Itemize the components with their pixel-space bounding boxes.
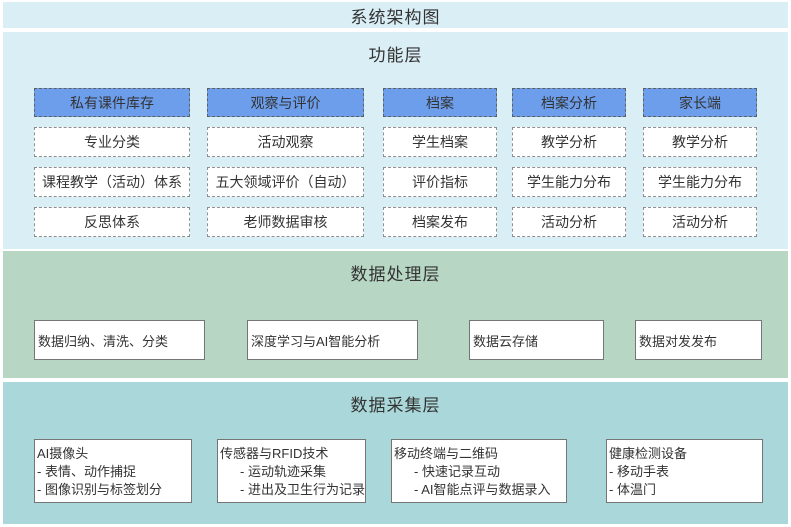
function-cell: 教学分析 bbox=[512, 127, 626, 157]
diagram-title-band: 系统架构图 bbox=[3, 2, 788, 28]
collection-box-bullet: - 运动轨迹采集 bbox=[240, 464, 326, 479]
collection-box-health-device: 健康检测设备 - 移动手表 - 体温门 bbox=[606, 439, 763, 503]
collection-box-title: 移动终端与二维码 bbox=[394, 446, 499, 461]
collection-box-bullet: - 进出及卫生行为记录 bbox=[240, 482, 365, 497]
layer-function: 功能层 私有课件库存 专业分类 课程教学（活动）体系 反思体系 观察与评价 活动… bbox=[3, 32, 788, 249]
collection-box-title: AI摄像头 bbox=[37, 446, 89, 461]
function-cell: 活动分析 bbox=[643, 207, 757, 237]
function-cell: 活动分析 bbox=[512, 207, 626, 237]
layer-collection-title: 数据采集层 bbox=[350, 396, 441, 415]
function-cell: 学生档案 bbox=[383, 127, 497, 157]
function-cell: 反思体系 bbox=[34, 207, 190, 237]
processing-box: 深度学习与AI智能分析 bbox=[247, 320, 418, 360]
function-cell: 学生能力分布 bbox=[643, 167, 757, 197]
collection-box-bullet: - 移动手表 bbox=[609, 464, 669, 479]
function-header-parent: 家长端 bbox=[643, 88, 757, 117]
collection-box-bullet: - AI智能点评与数据录入 bbox=[414, 482, 551, 497]
function-header-observation: 观察与评价 bbox=[207, 88, 364, 117]
function-cell: 评价指标 bbox=[383, 167, 497, 197]
collection-box-ai-camera: AI摄像头 - 表情、动作捕捉 - 图像识别与标签划分 bbox=[34, 439, 192, 503]
function-cell: 教学分析 bbox=[643, 127, 757, 157]
collection-box-mobile-qrcode: 移动终端与二维码 - 快速记录互动 - AI智能点评与数据录入 bbox=[391, 439, 567, 503]
function-header-archive-analysis: 档案分析 bbox=[512, 88, 626, 117]
collection-box-title: 健康检测设备 bbox=[609, 446, 688, 461]
function-cell: 学生能力分布 bbox=[512, 167, 626, 197]
layer-function-title: 功能层 bbox=[368, 46, 423, 65]
layer-processing: 数据处理层 数据归纳、清洗、分类 深度学习与AI智能分析 数据云存储 数据对发发… bbox=[3, 251, 788, 378]
collection-box-bullet: - 快速记录互动 bbox=[414, 464, 500, 479]
function-cell: 档案发布 bbox=[383, 207, 497, 237]
function-cell: 专业分类 bbox=[34, 127, 190, 157]
collection-box-title: 传感器与RFID技术 bbox=[220, 446, 329, 461]
processing-box: 数据对发发布 bbox=[635, 320, 762, 360]
function-cell: 五大领域评价（自动） bbox=[207, 167, 364, 197]
layer-processing-title: 数据处理层 bbox=[350, 265, 441, 284]
processing-box: 数据云存储 bbox=[469, 320, 604, 360]
collection-box-bullet: - 图像识别与标签划分 bbox=[37, 482, 162, 497]
collection-box-sensor-rfid: 传感器与RFID技术 - 运动轨迹采集 - 进出及卫生行为记录 bbox=[217, 439, 366, 503]
diagram-title: 系统架构图 bbox=[350, 7, 441, 27]
function-header-courseware: 私有课件库存 bbox=[34, 88, 190, 117]
function-cell: 老师数据审核 bbox=[207, 207, 364, 237]
function-header-archive: 档案 bbox=[383, 88, 497, 117]
function-cell: 活动观察 bbox=[207, 127, 364, 157]
function-cell: 课程教学（活动）体系 bbox=[34, 167, 190, 197]
processing-box: 数据归纳、清洗、分类 bbox=[34, 320, 205, 360]
collection-box-bullet: - 表情、动作捕捉 bbox=[37, 464, 136, 479]
layer-collection: 数据采集层 AI摄像头 - 表情、动作捕捉 - 图像识别与标签划分 传感器与RF… bbox=[3, 382, 788, 524]
collection-box-bullet: - 体温门 bbox=[609, 482, 656, 497]
